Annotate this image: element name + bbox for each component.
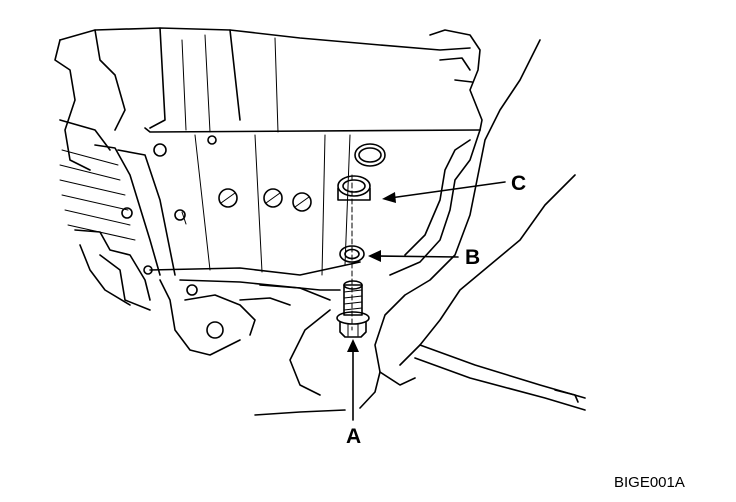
case-bolt — [218, 188, 238, 208]
gasket-washer — [339, 245, 365, 263]
drain-plug-assembly — [336, 174, 371, 338]
callout-arrow-b — [368, 250, 459, 262]
label-c: C — [511, 172, 526, 195]
vehicle-underbody — [254, 39, 586, 416]
case-bolt — [292, 192, 312, 212]
label-b: B — [465, 246, 480, 269]
callout-arrow-a — [347, 339, 359, 421]
drain-plug-bolt — [336, 280, 370, 338]
callout-arrow-c — [382, 181, 506, 203]
transmission-case — [54, 27, 483, 356]
label-a: A — [346, 425, 361, 448]
drain-hole-seat — [337, 175, 371, 201]
figure-code: BIGE001A — [614, 474, 685, 491]
case-bolt — [263, 188, 283, 208]
